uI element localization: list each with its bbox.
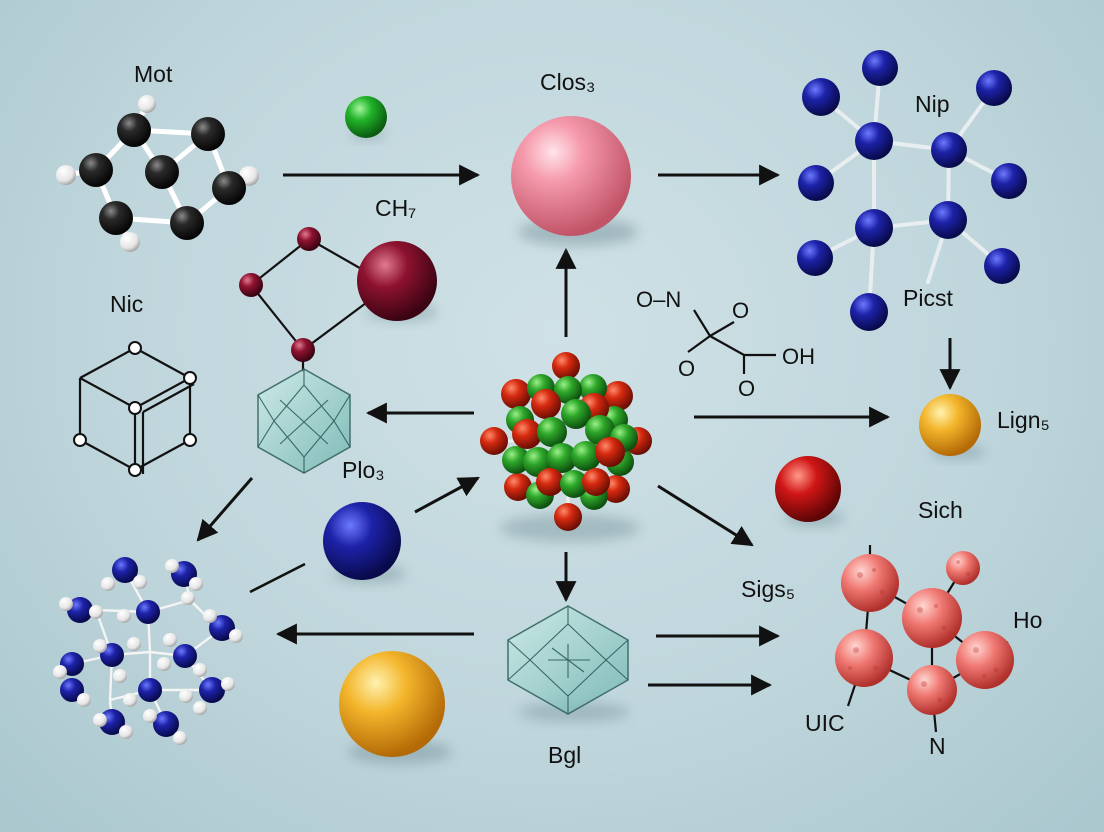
- glass-polyhedron-bottom: [508, 606, 630, 722]
- label-sigs5: Sigs₅: [741, 576, 795, 602]
- gold-sphere-bottom: [339, 651, 452, 764]
- label-bgl: Bgl: [548, 742, 581, 768]
- plain-line-left: [250, 564, 305, 592]
- pink-sphere: [511, 116, 638, 246]
- blue-sphere: [323, 502, 406, 583]
- formula-o-bottom: O: [738, 376, 755, 401]
- label-lign5: Lign₅: [997, 407, 1050, 433]
- label-ho: Ho: [1013, 607, 1042, 633]
- molecule-speckled: [835, 545, 1014, 732]
- green-sphere: [345, 96, 387, 140]
- label-sich: Sich: [918, 497, 963, 523]
- formula-o-top: O: [732, 298, 749, 323]
- central-cluster: [480, 352, 652, 542]
- arrow-center-to-sigs: [658, 486, 752, 545]
- molecule-nic-cube: [74, 342, 196, 476]
- label-uic: UIC: [805, 710, 845, 736]
- formula-o-n: O–N: [636, 287, 681, 312]
- label-nic: Nic: [110, 291, 143, 317]
- gold-sphere-right: [919, 394, 986, 459]
- label-ch7: CH₇: [375, 195, 416, 221]
- molecule-mot: [56, 95, 259, 252]
- label-n: N: [929, 733, 946, 759]
- glass-polyhedron-left: [258, 369, 350, 473]
- structural-formula: O–N O O OH O: [636, 287, 815, 401]
- formula-o-left: O: [678, 356, 695, 381]
- label-plo3: Plo₃: [342, 457, 385, 483]
- label-picst: Picst: [903, 285, 953, 311]
- red-sphere-right: [775, 456, 844, 526]
- arrow-cage-to-cluster: [198, 478, 252, 540]
- molecule-blue-cage: [53, 557, 243, 745]
- label-clos3: Clos₃: [540, 69, 595, 95]
- label-mot: Mot: [134, 61, 173, 87]
- formula-oh: OH: [782, 344, 815, 369]
- label-nip: Nip: [915, 91, 950, 117]
- arrow-blue-to-center: [415, 478, 478, 512]
- molecule-maroon: [239, 227, 438, 372]
